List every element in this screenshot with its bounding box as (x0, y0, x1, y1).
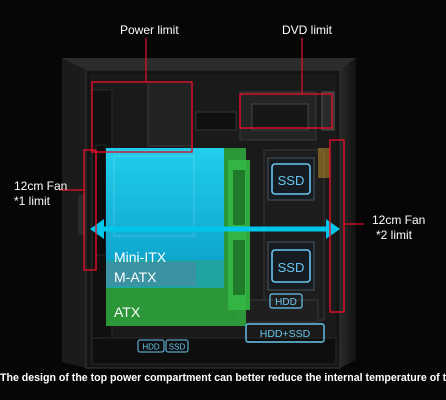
power-limit-label: Power limit (120, 23, 179, 37)
caption-text: The design of the top power compartment … (0, 372, 446, 384)
ssd-upper-box (271, 163, 311, 195)
fan-right-label-line1: 12cm Fan (372, 213, 426, 227)
fan-right-box (329, 139, 345, 313)
fan-left-box (83, 149, 97, 271)
hdd-box (269, 293, 303, 309)
bottom-hdd-label: HDD (142, 343, 160, 352)
board-size-atx: ATX (114, 304, 141, 320)
drive-bays: SSD SSD HDD HDD+SSD HDD SSD (137, 157, 325, 353)
dvd-limit-box (239, 93, 333, 129)
fan-right-label-line2: *2 limit (376, 228, 413, 242)
hdd-ssd-box (245, 323, 325, 343)
mini-itx-zone (106, 148, 224, 260)
fan-left-label-line2: *1 limit (14, 194, 51, 208)
power-limit-box (91, 81, 193, 153)
board-size-mini-itx: Mini-ITX (114, 249, 167, 265)
hdd-label: HDD (275, 297, 297, 308)
bottom-ssd-label: SSD (169, 343, 186, 352)
dvd-limit-label: DVD limit (282, 23, 332, 37)
board-size-m-atx: M-ATX (114, 269, 157, 285)
motherboard-zone (106, 148, 250, 326)
bottom-ssd-box (165, 339, 189, 353)
fan-left-label-line1: 12cm Fan (14, 179, 68, 193)
ssd-lower-box (271, 249, 311, 283)
board-size-labels: Mini-ITX M-ATX ATX (114, 249, 167, 320)
hdd-ssd-label: HDD+SSD (260, 328, 311, 340)
limit-callouts (60, 38, 364, 313)
ssd-upper-label: SSD (278, 173, 305, 188)
ssd-lower-label: SSD (278, 260, 305, 275)
bottom-hdd-box (137, 339, 165, 353)
